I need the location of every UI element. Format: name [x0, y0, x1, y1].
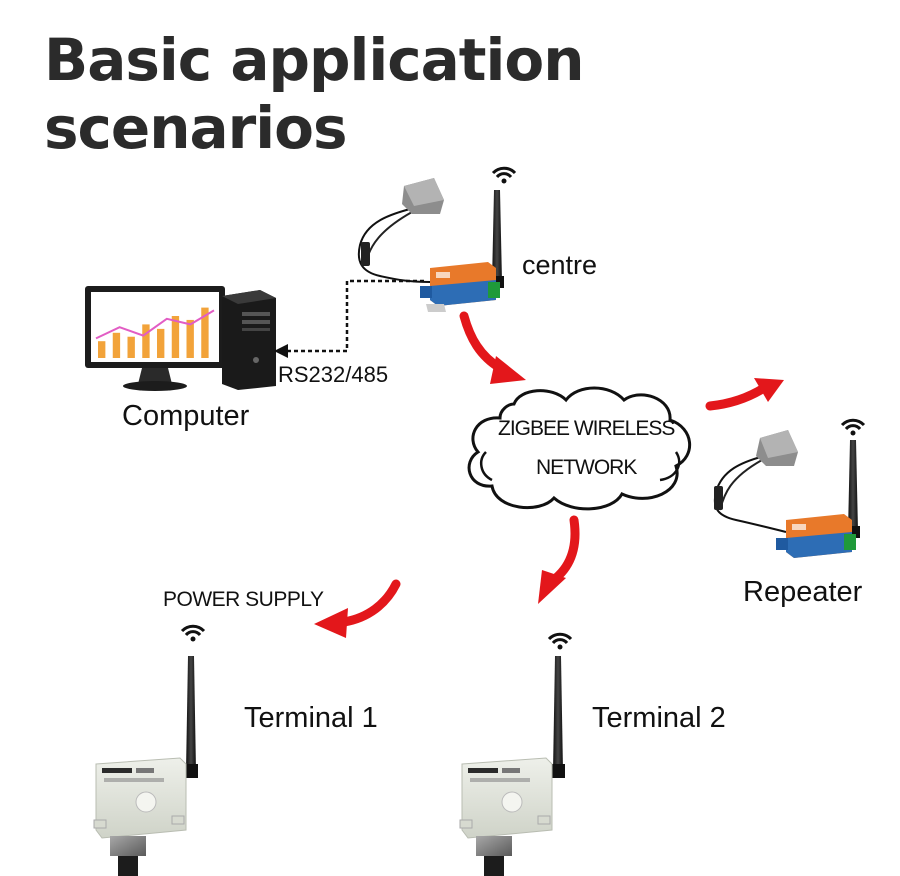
- monitor-chart-bar: [142, 324, 150, 358]
- rs232-label: RS232/485: [278, 362, 389, 387]
- monitor-chart-bar: [171, 316, 180, 358]
- centre-device-body: [420, 262, 500, 312]
- terminal1-antenna: [182, 656, 198, 778]
- arrow-cloud-to-repeater: [705, 378, 784, 411]
- monitor-chart-bar: [98, 341, 106, 358]
- terminal1-label: Terminal 1: [244, 702, 378, 734]
- cloud-label-line2: NETWORK: [536, 456, 637, 479]
- monitor-chart-line: [95, 309, 215, 340]
- arrow-centre-to-cloud: [459, 311, 526, 384]
- monitor-chart-bar: [186, 319, 194, 358]
- terminal2-device: [459, 632, 573, 876]
- monitor-chart-bar: [112, 332, 121, 358]
- terminal2-antenna: [549, 656, 565, 778]
- terminal2-connector: [476, 836, 512, 876]
- repeater-wifi-icon: [840, 418, 866, 436]
- monitor-chart-bar: [157, 328, 165, 358]
- computer-tower: [222, 290, 276, 390]
- terminal1-body: [93, 757, 187, 839]
- repeater-device: [713, 418, 866, 558]
- zigbee-cloud: [467, 386, 692, 511]
- centre-device: [357, 166, 517, 312]
- centre-gps-antenna: [357, 178, 444, 283]
- monitor-chart-bar: [201, 307, 209, 358]
- terminal1-wifi-icon: [180, 624, 206, 642]
- terminal2-body: [459, 757, 553, 839]
- computer-monitor: [85, 286, 225, 391]
- cloud-label-line1: ZIGBEE WIRELESS: [498, 417, 675, 440]
- terminal2-wifi-icon: [547, 632, 573, 650]
- arrow-cloud-to-terminal2: [538, 515, 580, 604]
- monitor-chart: [95, 307, 215, 358]
- computer-group: [85, 286, 276, 391]
- terminal2-label: Terminal 2: [592, 702, 726, 734]
- page-title: Basic application scenarios: [44, 26, 585, 162]
- arrow-to-terminal1: [314, 579, 401, 638]
- repeater-device-body: [776, 514, 856, 558]
- computer-label: Computer: [122, 400, 250, 432]
- monitor-chart-bar: [127, 336, 135, 358]
- centre-label: centre: [522, 250, 598, 280]
- centre-wifi-icon: [491, 166, 517, 184]
- repeater-gps-antenna: [713, 430, 798, 533]
- power-supply-label: POWER SUPPLY: [163, 588, 324, 611]
- repeater-label: Repeater: [743, 576, 863, 608]
- terminal1-device: [93, 624, 206, 876]
- rs232-link: [274, 279, 424, 358]
- terminal1-connector: [110, 836, 146, 876]
